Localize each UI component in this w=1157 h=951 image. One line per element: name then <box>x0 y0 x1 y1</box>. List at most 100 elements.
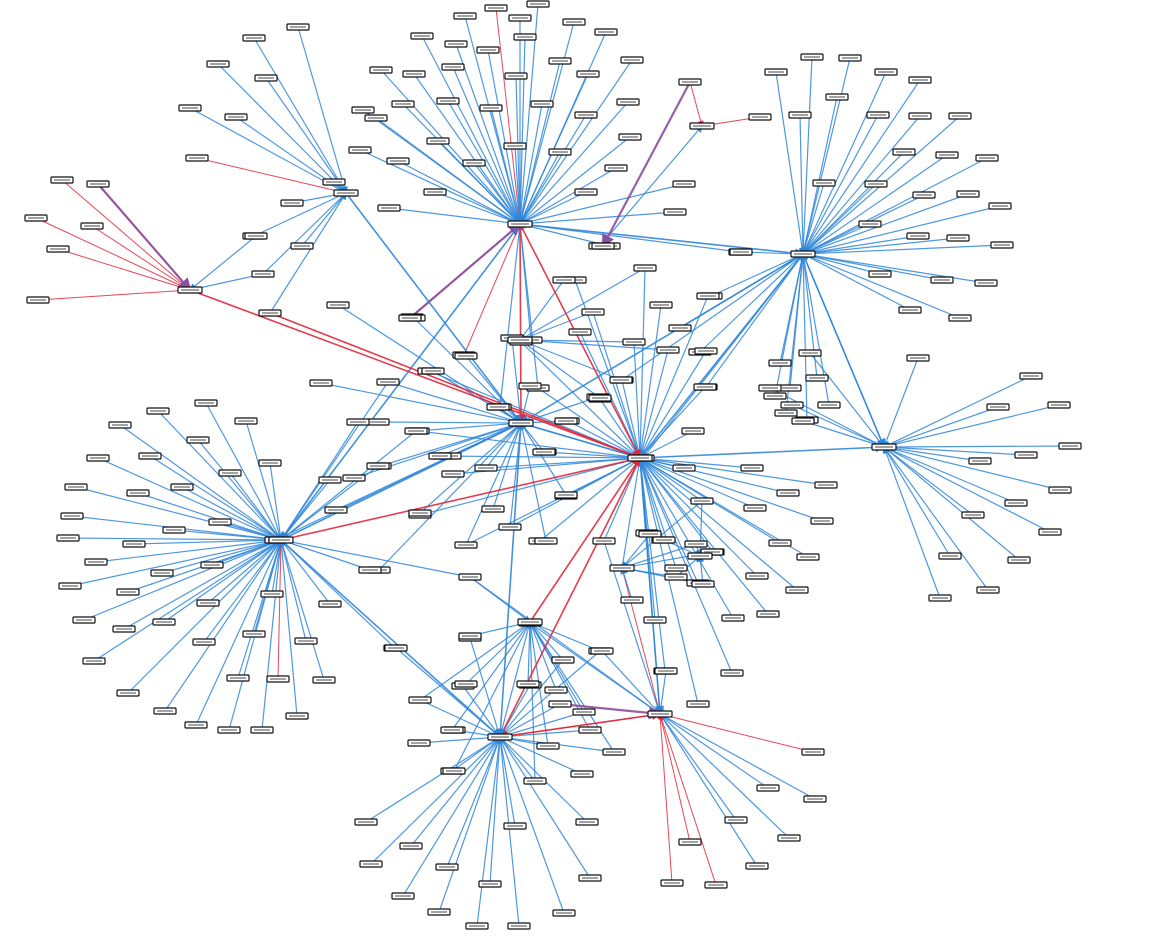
edge-blue <box>439 421 523 457</box>
node-label-glyphs <box>816 182 832 184</box>
node-label-glyphs <box>566 21 582 23</box>
edge-blue <box>388 207 522 227</box>
node-label-glyphs <box>682 841 698 843</box>
node <box>516 680 540 688</box>
node <box>660 879 684 887</box>
node-label-glyphs <box>432 455 448 457</box>
node-label-glyphs <box>290 26 306 28</box>
node-label-glyphs <box>86 660 102 662</box>
edge-blue <box>497 735 516 827</box>
node-label-glyphs <box>624 599 640 601</box>
node-label-glyphs <box>488 7 504 9</box>
node <box>946 234 970 242</box>
node-label-glyphs <box>337 192 355 194</box>
node-label-glyphs <box>749 865 765 867</box>
node <box>170 483 194 491</box>
node-label-glyphs <box>952 115 968 117</box>
edge-blue <box>419 456 642 516</box>
node-label-glyphs <box>350 421 366 423</box>
node-label-glyphs <box>950 237 966 239</box>
node <box>354 818 378 826</box>
node-label-glyphs <box>668 567 684 569</box>
node <box>798 349 822 357</box>
node-label-glyphs <box>511 339 529 341</box>
node-label-glyphs <box>446 770 462 772</box>
node <box>691 580 715 588</box>
edge-blue <box>498 711 585 739</box>
node <box>486 403 510 411</box>
node <box>534 537 558 545</box>
node <box>672 180 696 188</box>
hub-node <box>333 189 359 197</box>
node-label-glyphs <box>733 251 749 253</box>
edge-red <box>35 217 191 291</box>
node-label-glyphs <box>388 647 404 649</box>
node-label-glyphs <box>181 289 199 291</box>
node <box>185 154 209 162</box>
node <box>704 881 728 889</box>
edge-blue <box>705 253 804 388</box>
node <box>892 148 916 156</box>
node-label-glyphs <box>530 3 546 5</box>
node <box>898 306 922 314</box>
node <box>552 276 576 284</box>
edge-blue <box>519 151 561 226</box>
node <box>290 242 314 250</box>
node-label-glyphs <box>552 151 568 153</box>
edge-blue <box>791 404 886 448</box>
node <box>108 421 132 429</box>
node-label-glyphs <box>1042 531 1058 533</box>
node <box>242 630 266 638</box>
node <box>620 596 644 604</box>
node-label-glyphs <box>870 114 886 116</box>
node <box>507 922 531 930</box>
node-label-glyphs <box>767 395 783 397</box>
edge-blue <box>489 735 504 885</box>
edge-blue <box>517 60 561 226</box>
edge-blue <box>473 162 521 225</box>
node <box>530 100 554 108</box>
edge-blue <box>802 154 948 255</box>
node <box>800 53 824 61</box>
edge-blue <box>800 252 830 406</box>
node <box>686 700 710 708</box>
edge-blue <box>195 538 282 726</box>
node <box>426 137 450 145</box>
node <box>82 657 106 665</box>
node <box>974 279 998 287</box>
node <box>258 309 282 317</box>
edge-blue <box>520 341 641 459</box>
node <box>805 374 829 382</box>
node-label-glyphs <box>749 575 765 577</box>
node <box>80 222 104 230</box>
node-label-glyphs <box>994 244 1010 246</box>
edge-link <box>189 289 642 460</box>
edge-blue <box>699 253 804 353</box>
node <box>60 512 84 520</box>
edge-blue <box>265 77 347 194</box>
edge-blue <box>638 455 827 486</box>
node <box>50 176 74 184</box>
edge-blue <box>217 63 347 194</box>
node-label-glyphs <box>322 603 338 605</box>
node <box>442 767 466 775</box>
node <box>369 66 393 74</box>
node <box>562 18 586 26</box>
node-label-glyphs <box>620 101 636 103</box>
edge-blue <box>476 735 503 927</box>
edge-link <box>97 183 192 292</box>
edge-blue <box>519 339 601 399</box>
node-label-glyphs <box>198 402 214 404</box>
edge-blue <box>173 529 283 544</box>
node-label-glyphs <box>380 381 396 383</box>
node-label-glyphs <box>469 925 485 927</box>
edge-blue <box>490 107 523 226</box>
node-label-glyphs <box>724 672 740 674</box>
node-label-glyphs <box>902 309 918 311</box>
node-label-glyphs <box>414 35 430 37</box>
node <box>720 669 744 677</box>
edge-layer <box>35 3 1071 927</box>
edge-blue <box>452 66 521 226</box>
node-label-glyphs <box>462 635 478 637</box>
node-label-glyphs <box>491 736 509 738</box>
